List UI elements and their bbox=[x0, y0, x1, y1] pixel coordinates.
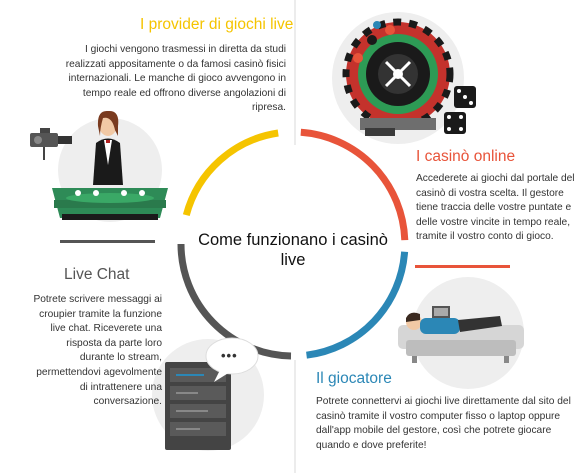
diagram-title: Come funzionano i casinò live bbox=[198, 231, 388, 269]
arc-provider bbox=[182, 129, 279, 217]
online-text: Accederete ai giochi dal portale del cas… bbox=[416, 173, 575, 243]
arc-online bbox=[300, 128, 409, 241]
provider-text: I giochi vengono trasmessi in diretta da… bbox=[65, 44, 286, 114]
chat-heading: Live Chat bbox=[64, 266, 130, 283]
provider-heading: I provider di giochi live bbox=[140, 16, 294, 33]
player-text: Potrete connettervi ai giochi live diret… bbox=[316, 396, 571, 451]
person-on-sofa-laptop-illustration bbox=[398, 265, 524, 389]
arc-chat bbox=[177, 243, 292, 360]
arc-player bbox=[306, 251, 409, 359]
chat-server-illustration bbox=[152, 337, 264, 451]
player-heading: Il giocatore bbox=[316, 370, 392, 387]
roulette-dice-illustration bbox=[332, 12, 476, 144]
chat-text: Potrete scrivere messaggi ai croupier tr… bbox=[33, 294, 162, 408]
online-heading: I casinò online bbox=[416, 148, 516, 165]
chat-bubble-dots: ••• bbox=[221, 348, 238, 363]
dealer-camera-illustration bbox=[30, 110, 168, 243]
